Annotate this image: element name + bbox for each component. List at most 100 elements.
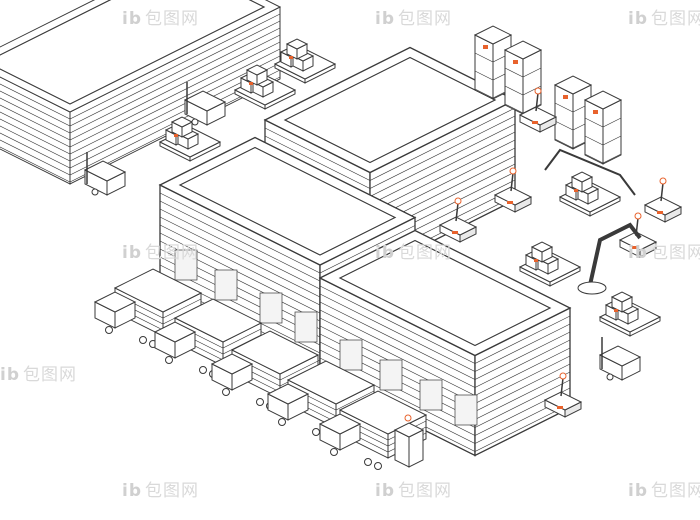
roof [210,353,254,375]
truck-cab [318,413,362,451]
cargo-box [570,171,594,193]
floor-line [319,301,571,380]
roof [0,0,282,113]
cargo-box [245,64,269,86]
left-wall [584,99,604,165]
roof [83,160,127,182]
floor-line [0,55,281,162]
roof [183,90,227,112]
loading-door [379,359,403,391]
left-wall [554,84,574,150]
industrial-robot-arm [588,222,642,286]
truck-cab [93,291,137,329]
roof-parapet [283,56,497,164]
floor-line [159,192,416,274]
accent-label [249,82,253,85]
roof [153,321,197,343]
floor-line [504,85,542,96]
robot-arm [455,202,459,222]
pallet-of-boxes [158,116,222,162]
right-wall [602,99,622,165]
right-wall [522,49,542,115]
pallet-of-boxes [518,241,582,287]
accent-label [574,189,578,192]
loading-door [174,249,198,281]
loading-door [259,292,283,324]
robot-arm [660,182,664,202]
truck-wheel [256,398,264,406]
roof [245,64,269,76]
truck-wheel [374,462,382,470]
gantry-conveyor [544,148,636,196]
truck-wheel [165,356,173,364]
robot-sensor [634,212,642,220]
roof [583,90,623,110]
floor-line [0,41,281,148]
agv-robot [618,212,658,258]
pallet-of-boxes [273,38,337,84]
forklift [183,82,227,126]
storage-rack [503,40,543,115]
floor-line [0,27,281,134]
robot-sensor [509,167,517,175]
roof-parapet [0,0,266,105]
floor-line [584,153,622,164]
agv-robot [543,372,583,418]
roof-parapet [338,239,552,347]
roof [598,345,642,367]
truck-wheel [105,326,113,334]
roof [318,413,362,435]
floor-line [0,34,281,141]
truck-wheel [364,458,372,466]
terminal [393,422,425,468]
roof [173,298,263,343]
agv-robot [518,87,558,133]
accent-label [563,95,568,99]
agv-base [618,231,658,258]
floor-line [319,349,571,428]
terminal-sensor [404,414,412,422]
accent-light [532,121,538,124]
rack [583,90,623,165]
floor-line [319,293,571,372]
robot-arm [535,92,539,112]
floor-line [0,48,281,155]
roof [530,241,554,253]
background-warehouse [0,0,282,185]
floor-line [264,107,516,181]
loading-door [294,311,318,343]
robot-sensor [534,87,542,95]
accent-light [452,231,458,234]
rack [503,40,543,115]
truck-wheel [222,388,230,396]
accent-light [507,201,513,204]
roof [553,75,593,95]
roof [473,25,513,45]
loading-door [339,339,363,371]
accent-label [614,309,618,312]
floor-line [0,20,281,127]
roof [113,268,203,313]
loading-door [419,379,443,411]
robot-arm [560,377,564,397]
truck-wheel [330,448,338,456]
floor-line [319,285,571,364]
left-wall [504,49,524,115]
accent-label [483,45,488,49]
floor-line [584,135,622,146]
roof [570,171,594,183]
forklift-wheel [191,118,199,126]
floor-line [504,67,542,78]
robot-arm [510,172,514,192]
truck-cab [210,353,254,391]
truck-wheel [312,428,320,436]
forklift-wheel [91,188,99,196]
pallet-of-boxes [558,171,622,217]
